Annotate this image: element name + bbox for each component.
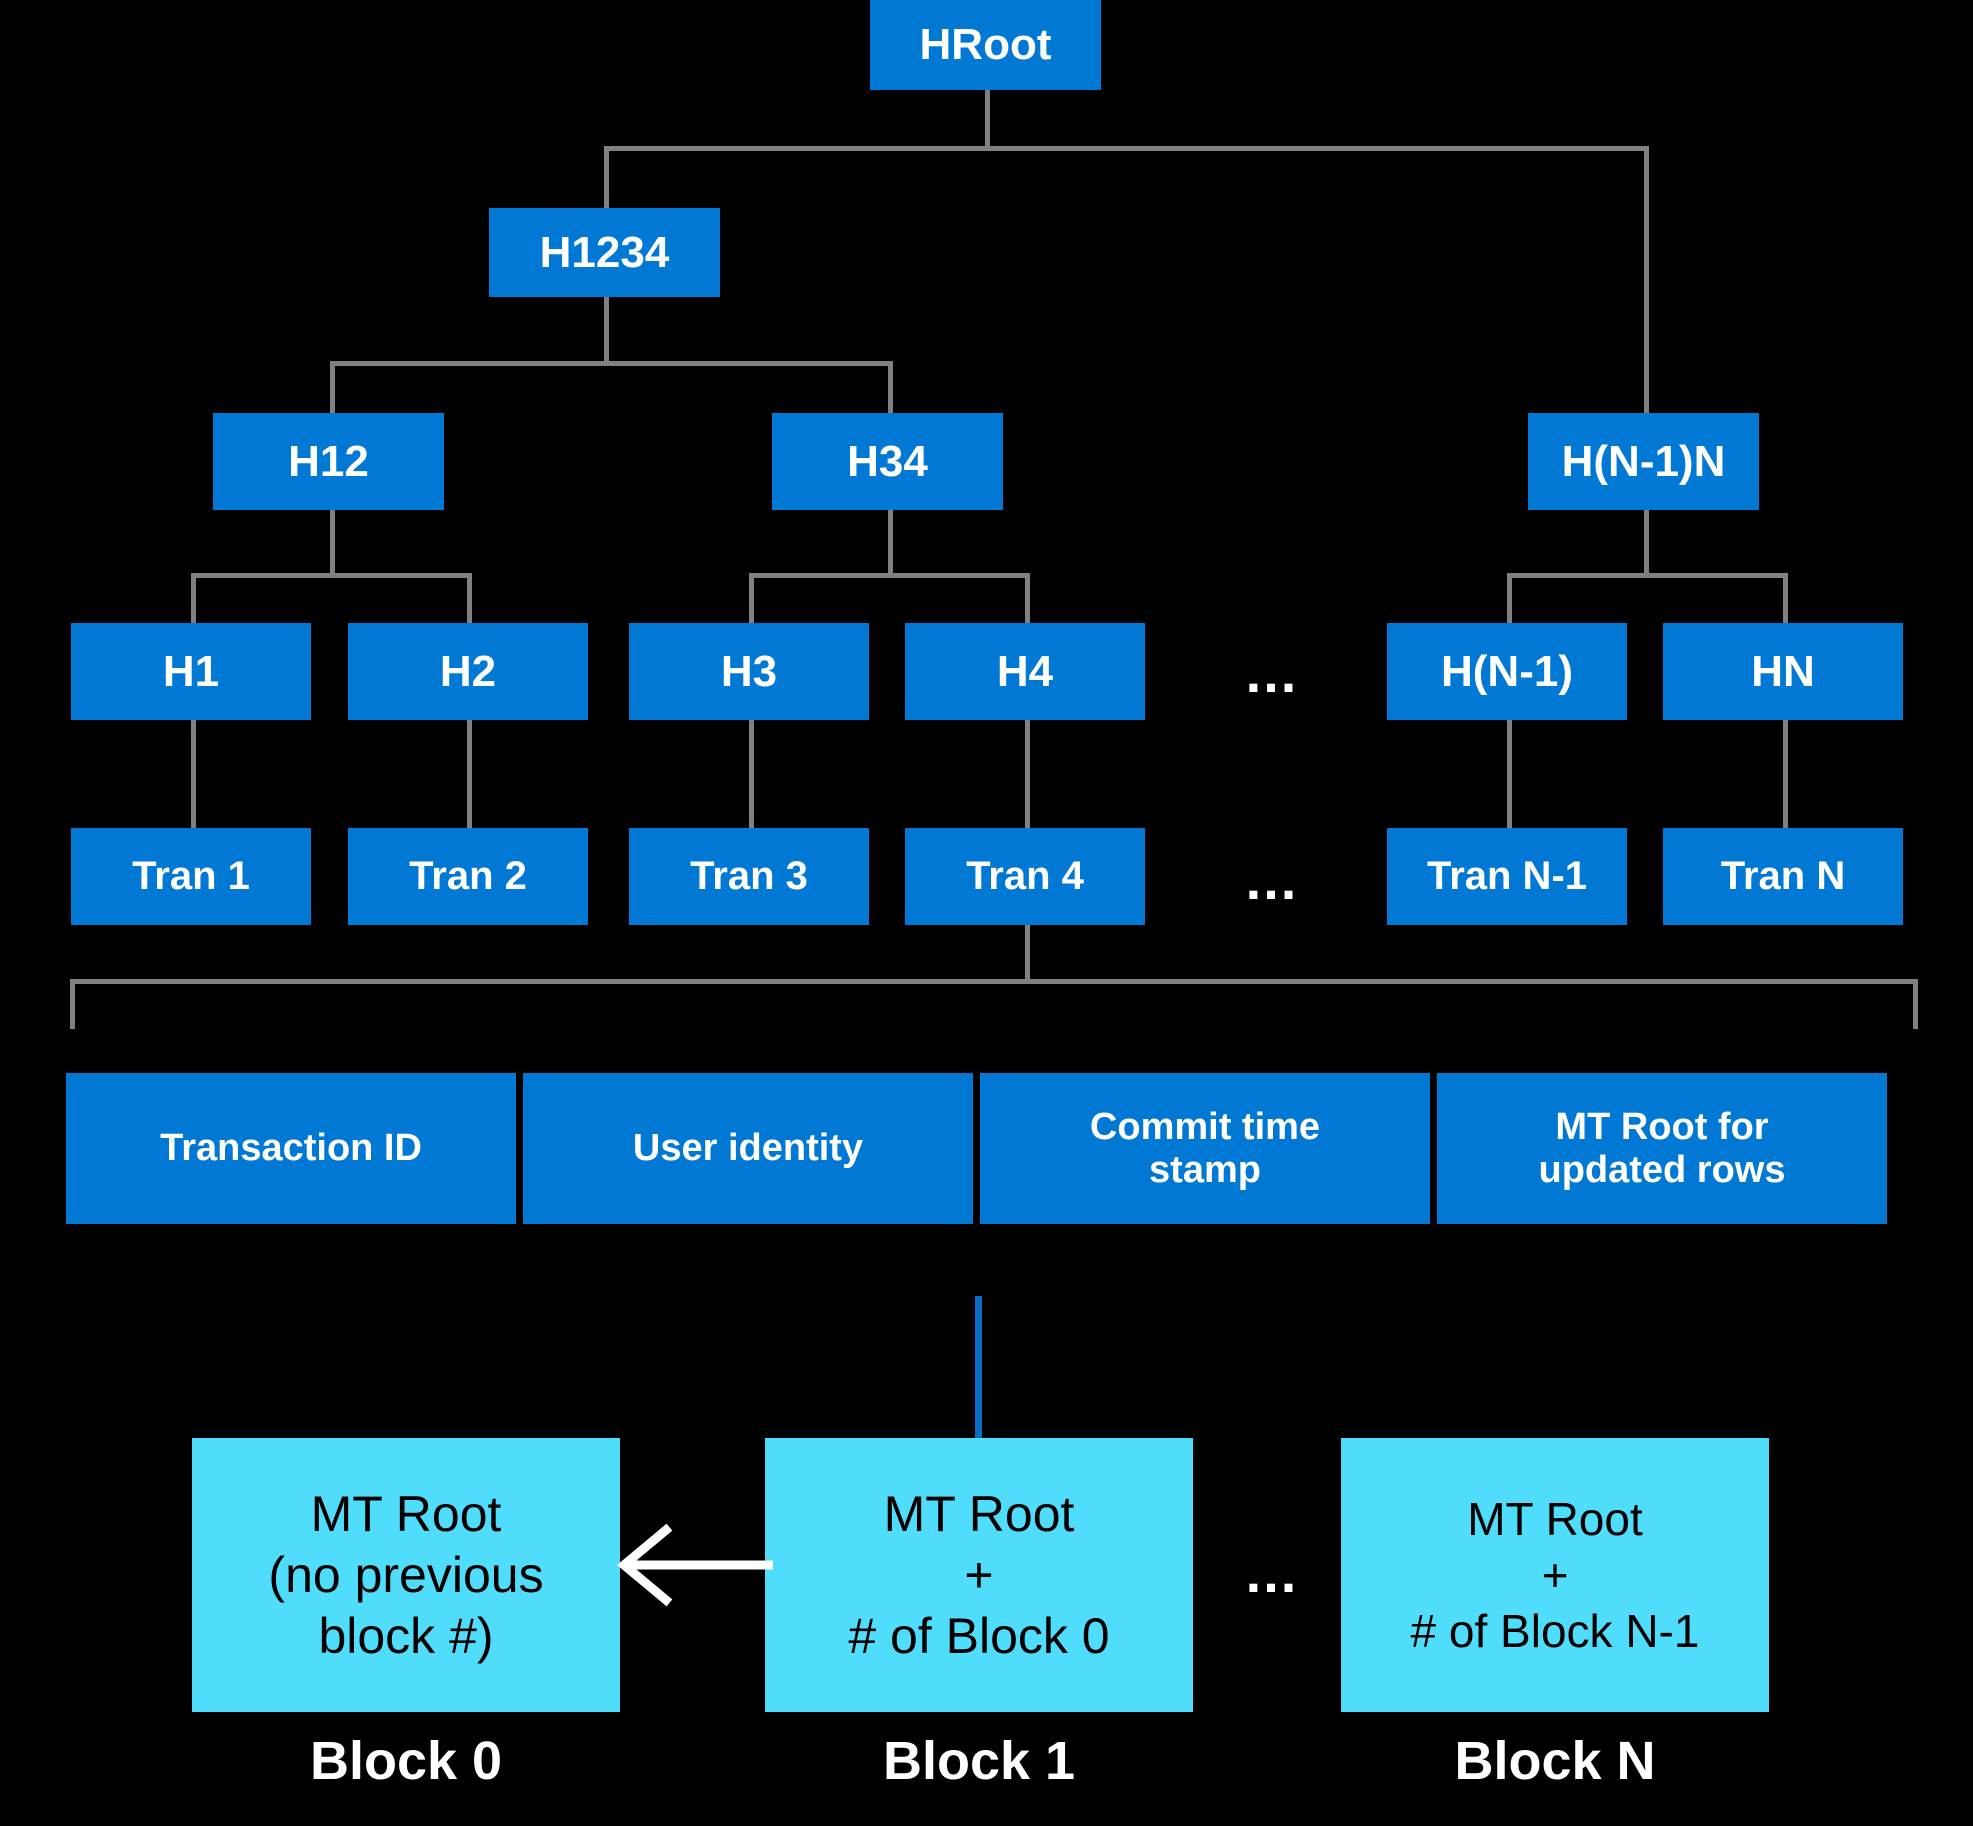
- connector-record-bracket: [70, 979, 1918, 984]
- merkle-node-h2[interactable]: H2: [348, 623, 588, 720]
- record-field-label: Commit time stamp: [1089, 1105, 1321, 1191]
- connector-record-to-block1: [975, 1296, 982, 1440]
- record-field-label: User identity: [632, 1127, 864, 1170]
- transaction-node-label: Tran N-1: [1426, 854, 1588, 899]
- ellipsis-hash-row: ...: [1245, 641, 1299, 704]
- transaction-node-label: Tran 4: [966, 854, 1084, 899]
- connector-hnminus1-stem: [1507, 573, 1512, 623]
- merkle-node-hn1n[interactable]: H(N-1)N: [1528, 413, 1759, 510]
- transaction-node-tran-2[interactable]: Tran 2: [348, 828, 588, 925]
- transaction-node-tran-n[interactable]: Tran N: [1663, 828, 1903, 925]
- block-0[interactable]: MT Root (no previous block #): [192, 1438, 620, 1712]
- block-caption-0: Block 0: [309, 1731, 503, 1791]
- merkle-node-label: H12: [288, 436, 369, 486]
- merkle-node-h1234[interactable]: H1234: [489, 208, 720, 297]
- record-field-label: MT Root for updated rows: [1538, 1105, 1786, 1191]
- transaction-node-tran-4[interactable]: Tran 4: [905, 828, 1145, 925]
- merkle-node-h3[interactable]: H3: [629, 623, 869, 720]
- merkle-node-label: H4: [996, 646, 1054, 696]
- merkle-node-h12[interactable]: H12: [213, 413, 444, 510]
- block-link-arrow: [616, 1523, 773, 1607]
- merkle-node-h1[interactable]: H1: [71, 623, 311, 720]
- merkle-node-h4[interactable]: H4: [905, 623, 1145, 720]
- connector-h34-down: [888, 510, 893, 573]
- transaction-node-tran-1[interactable]: Tran 1: [71, 828, 311, 925]
- transaction-node-label: Tran N: [1720, 854, 1846, 899]
- connector-hn-trann: [1783, 720, 1788, 828]
- connector-record-bracket-right: [1913, 979, 1918, 1029]
- connector-h1234-down: [604, 297, 609, 361]
- connector-h12-stem: [330, 361, 335, 413]
- record-field-label: Transaction ID: [160, 1127, 422, 1170]
- connector-tran4-down: [1025, 925, 1030, 981]
- connector-hn1n-bar: [1507, 573, 1788, 578]
- connector-h12-down: [330, 510, 335, 573]
- connector-h12-bar: [191, 573, 472, 578]
- record-field-mt-root-updated-rows[interactable]: MT Root for updated rows: [1437, 1073, 1887, 1224]
- merkle-node-label: H3: [720, 646, 778, 696]
- ellipsis-block-row: ...: [1245, 1541, 1299, 1604]
- connector-h1234-stem: [604, 146, 609, 208]
- connector-hroot-stem: [985, 90, 990, 146]
- block-caption-1: Block 1: [882, 1731, 1076, 1791]
- ellipsis-transaction-row: ...: [1245, 848, 1299, 911]
- transaction-node-label: Tran 3: [690, 854, 808, 899]
- merkle-node-label: H1: [162, 646, 220, 696]
- merkle-node-hnminus1[interactable]: H(N-1): [1387, 623, 1627, 720]
- transaction-node-tran-n-minus-1[interactable]: Tran N-1: [1387, 828, 1627, 925]
- connector-h1-tran1: [191, 720, 196, 828]
- merkle-node-label: HRoot: [919, 20, 1052, 70]
- record-field-transaction-id[interactable]: Transaction ID: [66, 1073, 516, 1224]
- merkle-node-label: H2: [439, 646, 497, 696]
- transaction-node-tran-3[interactable]: Tran 3: [629, 828, 869, 925]
- connector-h2-tran2: [467, 720, 472, 828]
- block-1[interactable]: MT Root + # of Block 0: [765, 1438, 1193, 1712]
- block-n[interactable]: MT Root + # of Block N-1: [1341, 1438, 1769, 1712]
- merkle-node-label: HN: [1751, 646, 1815, 696]
- block-body-text: MT Root + # of Block N-1: [1410, 1492, 1700, 1658]
- connector-hroot-bar: [604, 146, 1649, 151]
- connector-h3-stem: [749, 573, 754, 623]
- connector-h3-tran3: [749, 720, 754, 828]
- record-field-commit-time-stamp[interactable]: Commit time stamp: [980, 1073, 1430, 1224]
- block-body-text: MT Root + # of Block 0: [848, 1485, 1110, 1664]
- merkle-node-label: H1234: [539, 227, 670, 277]
- merkle-node-label: H(N-1)N: [1561, 436, 1726, 486]
- connector-h2-stem: [467, 573, 472, 623]
- block-body-text: MT Root (no previous block #): [268, 1485, 544, 1664]
- merkle-node-hn[interactable]: HN: [1663, 623, 1903, 720]
- connector-hn1n-stem: [1644, 146, 1649, 413]
- connector-h1-stem: [191, 573, 196, 623]
- record-field-user-identity[interactable]: User identity: [523, 1073, 973, 1224]
- merkle-node-h34[interactable]: H34: [772, 413, 1003, 510]
- connector-h1234-bar: [330, 361, 893, 366]
- transaction-node-label: Tran 2: [409, 854, 527, 899]
- connector-hnminus1-trannminus1: [1507, 720, 1512, 828]
- connector-h4-tran4: [1025, 720, 1030, 828]
- connector-h4-stem: [1025, 573, 1030, 623]
- connector-hn-stem: [1783, 573, 1788, 623]
- connector-hn1n-down: [1644, 510, 1649, 573]
- merkle-node-hroot[interactable]: HRoot: [870, 0, 1101, 90]
- connector-record-bracket-left: [70, 979, 75, 1029]
- transaction-node-label: Tran 1: [132, 854, 250, 899]
- merkle-node-label: H(N-1): [1441, 646, 1573, 696]
- connector-h34-bar: [749, 573, 1030, 578]
- block-caption-n: Block N: [1454, 1731, 1656, 1791]
- merkle-node-label: H34: [847, 436, 928, 486]
- connector-h34-stem: [888, 361, 893, 413]
